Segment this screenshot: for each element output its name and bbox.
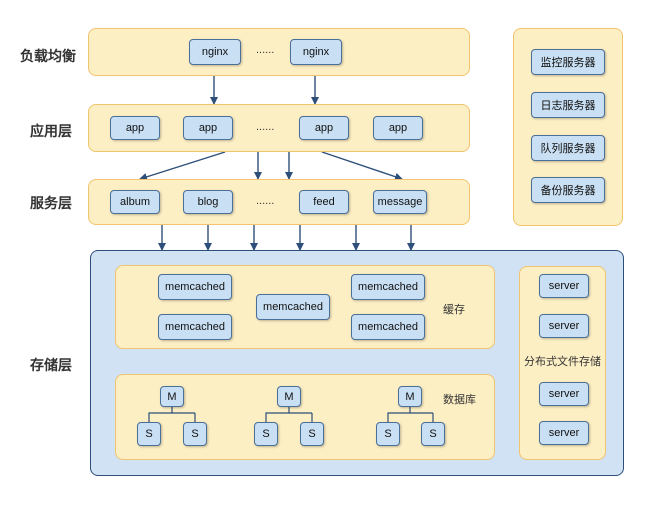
layer-label-application: 应用层 <box>30 123 72 139</box>
memcached-node: memcached <box>351 274 425 300</box>
backup-server-node: 备份服务器 <box>531 177 605 203</box>
dfs-server-node: server <box>539 274 589 298</box>
dfs-server-node: server <box>539 382 589 406</box>
memcached-node: memcached <box>158 314 232 340</box>
memcached-node: memcached <box>351 314 425 340</box>
db-slave-node: S <box>137 422 161 446</box>
app-ellipsis: ...... <box>256 121 275 133</box>
app-node: app <box>373 116 423 140</box>
service-node-blog: blog <box>183 190 233 214</box>
service-node-album: album <box>110 190 160 214</box>
nginx-node: nginx <box>189 39 241 65</box>
db-slave-node: S <box>254 422 278 446</box>
arrow-app-svc-4 <box>321 151 403 181</box>
db-slave-node: S <box>421 422 445 446</box>
memcached-node: memcached <box>256 294 330 320</box>
layer-label-load-balance: 负载均衡 <box>20 48 76 64</box>
layer-label-storage: 存储层 <box>30 357 72 373</box>
service-ellipsis: ...... <box>256 195 275 207</box>
db-master-node: M <box>398 386 422 407</box>
queue-server-node: 队列服务器 <box>531 135 605 161</box>
service-node-feed: feed <box>299 190 349 214</box>
db-slave-node: S <box>376 422 400 446</box>
memcached-node: memcached <box>158 274 232 300</box>
database-label: 数据库 <box>443 394 476 406</box>
dfs-label: 分布式文件存储 <box>524 356 601 368</box>
app-node: app <box>110 116 160 140</box>
lb-ellipsis: ...... <box>256 44 275 56</box>
log-server-node: 日志服务器 <box>531 92 605 118</box>
db-slave-node: S <box>183 422 207 446</box>
dfs-server-node: server <box>539 421 589 445</box>
nginx-node: nginx <box>290 39 342 65</box>
service-node-message: message <box>373 190 427 214</box>
db-master-node: M <box>277 386 301 407</box>
dfs-server-node: server <box>539 314 589 338</box>
db-master-node: M <box>160 386 184 407</box>
app-node: app <box>299 116 349 140</box>
cache-label: 缓存 <box>443 304 465 316</box>
layer-label-service: 服务层 <box>30 195 72 211</box>
load-balance-tier <box>88 28 470 76</box>
monitor-server-node: 监控服务器 <box>531 49 605 75</box>
arrow-app-svc-1 <box>139 151 226 181</box>
db-slave-node: S <box>300 422 324 446</box>
app-node: app <box>183 116 233 140</box>
